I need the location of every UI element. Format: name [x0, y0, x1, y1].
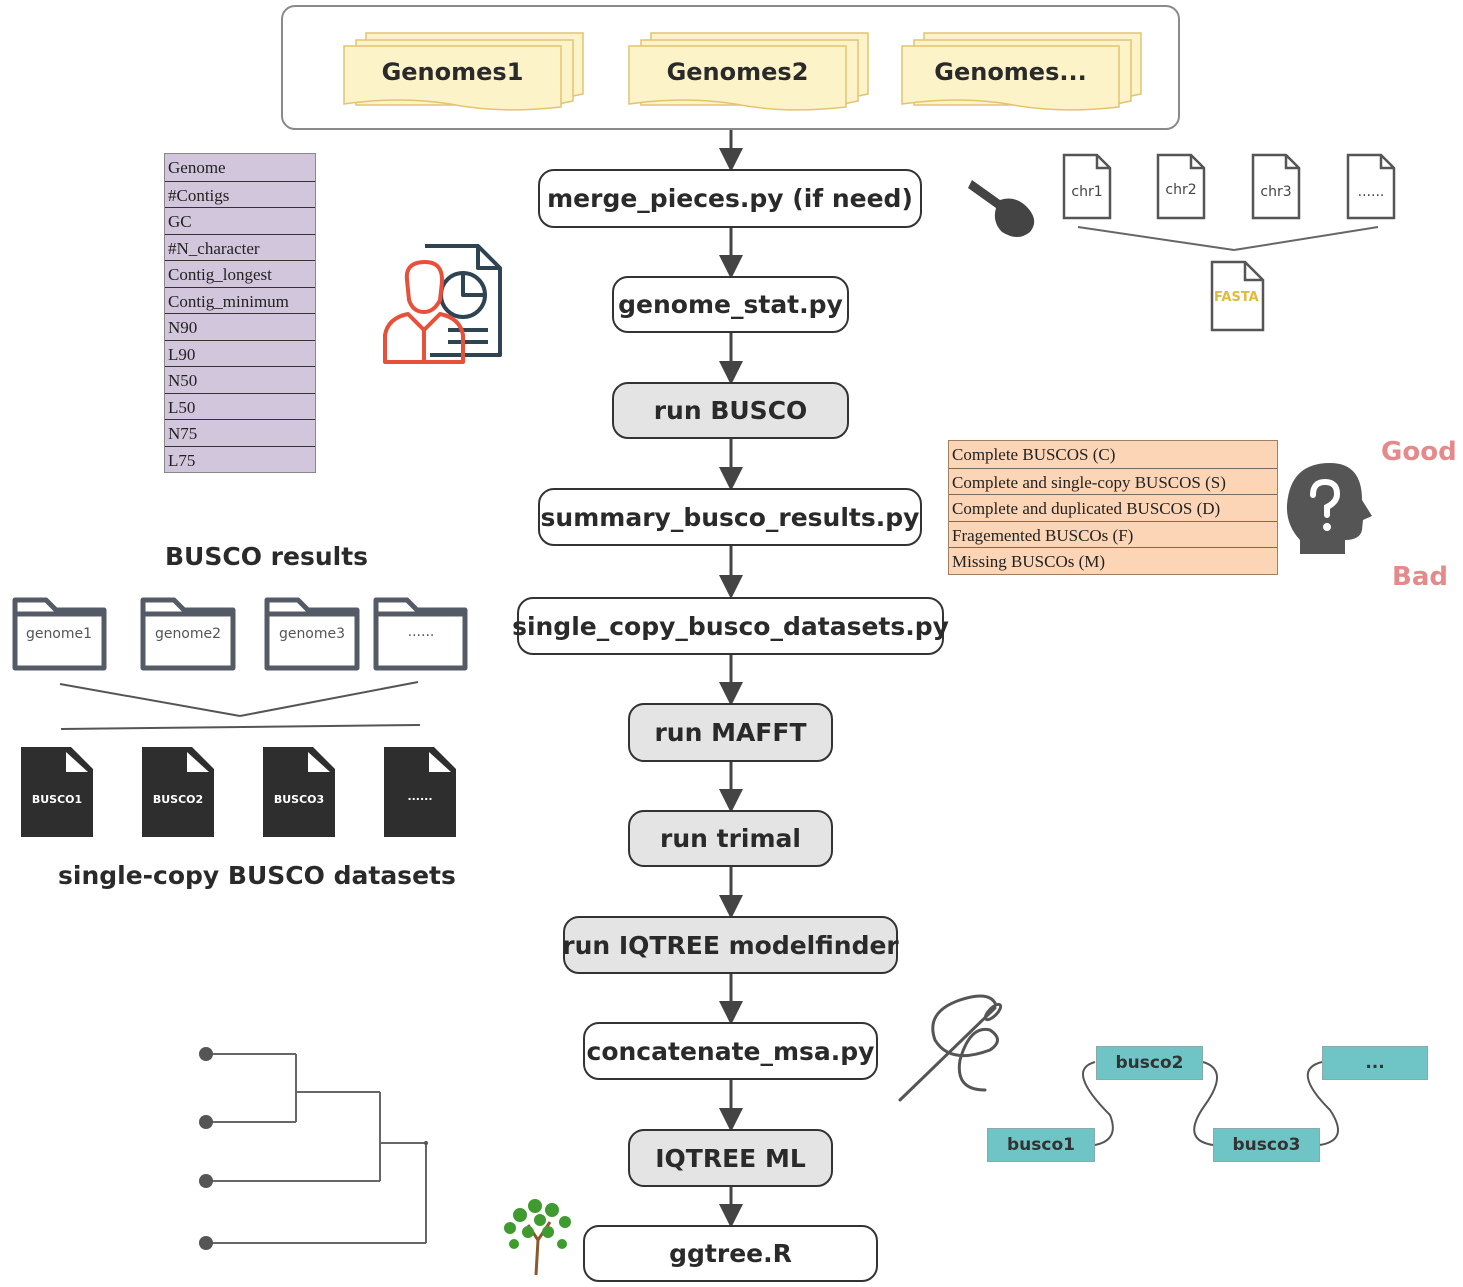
concat-block-busco3: busco3 — [1213, 1128, 1320, 1162]
single-copy-title: single-copy BUSCO datasets — [58, 861, 456, 890]
chromosome-merge-lines — [1077, 226, 1379, 251]
stats-row: #N_character — [165, 233, 315, 260]
busco-result-folders — [12, 597, 468, 671]
bad-label: Bad — [1392, 562, 1448, 592]
stats-row: #Contigs — [165, 180, 315, 207]
chr-label-2: chr2 — [1165, 182, 1197, 198]
chr-label-1: chr1 — [1071, 184, 1103, 200]
busco-file-label-1: BUSCO1 — [31, 793, 83, 806]
step-iqtree-ml[interactable]: IQTREE ML — [628, 1129, 833, 1187]
step-genome-stat[interactable]: genome_stat.py — [612, 276, 849, 333]
busco-category-row: Fragemented BUSCOs (F) — [949, 520, 1277, 548]
busco-category-row: Complete BUSCOS (C) — [949, 441, 1277, 468]
folder-label-2: genome2 — [154, 626, 222, 642]
step-ggtree[interactable]: ggtree.R — [583, 1225, 878, 1282]
concat-block-busco2: busco2 — [1096, 1046, 1203, 1080]
merge-hand-icon — [968, 180, 1035, 237]
step-single-copy-datasets[interactable]: single_copy_busco_datasets.py — [512, 597, 949, 655]
genome-label-2: Genomes2 — [666, 58, 809, 86]
stats-row: Genome — [165, 154, 315, 181]
folder-merge-lines — [59, 681, 421, 730]
busco-file-label-3: BUSCO3 — [273, 793, 325, 806]
stats-row: L50 — [165, 392, 315, 419]
genome-label-1: Genomes1 — [381, 58, 524, 86]
stats-row: L75 — [165, 445, 315, 472]
busco-category-row: Missing BUSCOs (M) — [949, 547, 1277, 574]
busco-category-row: Complete and single-copy BUSCOS (S) — [949, 467, 1277, 495]
step-run-mafft[interactable]: run MAFFT — [628, 703, 833, 762]
step-iqtree-modelfinder[interactable]: run IQTREE modelfinder — [562, 916, 899, 974]
concat-block-busco1: busco1 — [987, 1128, 1095, 1162]
genome-stack-1-icon — [343, 32, 584, 111]
stats-row: N90 — [165, 313, 315, 340]
step-merge-pieces[interactable]: merge_pieces.py (if need) — [538, 169, 922, 228]
chromosome-files — [1062, 153, 1396, 220]
genomes-container — [281, 5, 1180, 130]
step-run-trimal[interactable]: run trimal — [628, 810, 833, 867]
fasta-label: FASTA — [1214, 290, 1259, 305]
genome-stats-table: Genome #Contigs GC #N_character Contig_l… — [164, 153, 316, 473]
busco-categories-table: Complete BUSCOS (C) Complete and single-… — [948, 440, 1278, 575]
good-label: Good — [1381, 437, 1457, 467]
busco-file-label-4: ...... — [407, 790, 433, 803]
stats-row: Contig_minimum — [165, 286, 315, 313]
question-head-icon — [1286, 463, 1372, 554]
concat-links — [1082, 1061, 1339, 1146]
phylogenetic-tree — [206, 1053, 427, 1244]
genome-stack-2-icon — [628, 32, 869, 111]
step-concatenate-msa[interactable]: concatenate_msa.py — [583, 1022, 878, 1080]
busco-results-title: BUSCO results — [165, 542, 369, 571]
stats-row: N50 — [165, 366, 315, 393]
genome-stack-3-icon — [901, 32, 1142, 111]
genome-label-3: Genomes... — [934, 58, 1087, 86]
busco-file-label-2: BUSCO2 — [152, 793, 204, 806]
tree-icon — [504, 1199, 571, 1276]
step-summary-busco[interactable]: summary_busco_results.py — [538, 488, 922, 546]
fasta-file-icon — [1210, 260, 1265, 332]
tree-tips — [199, 1047, 428, 1250]
busco-file-folds — [66, 752, 451, 772]
stats-row: L90 — [165, 339, 315, 366]
concat-block-more: ... — [1322, 1046, 1428, 1080]
step-run-busco[interactable]: run BUSCO — [612, 382, 849, 439]
stats-row: Contig_longest — [165, 260, 315, 287]
folder-label-4: ...... — [407, 624, 435, 640]
folder-label-3: genome3 — [278, 626, 346, 642]
chr-label-3: chr3 — [1260, 184, 1292, 200]
folder-label-1: genome1 — [25, 626, 93, 642]
analyst-report-icon — [383, 244, 502, 364]
needle-thread-icon — [898, 994, 1003, 1102]
chr-label-4: ...... — [1357, 184, 1385, 200]
busco-category-row: Complete and duplicated BUSCOS (D) — [949, 494, 1277, 521]
stats-row: GC — [165, 207, 315, 234]
stats-row: N75 — [165, 419, 315, 446]
